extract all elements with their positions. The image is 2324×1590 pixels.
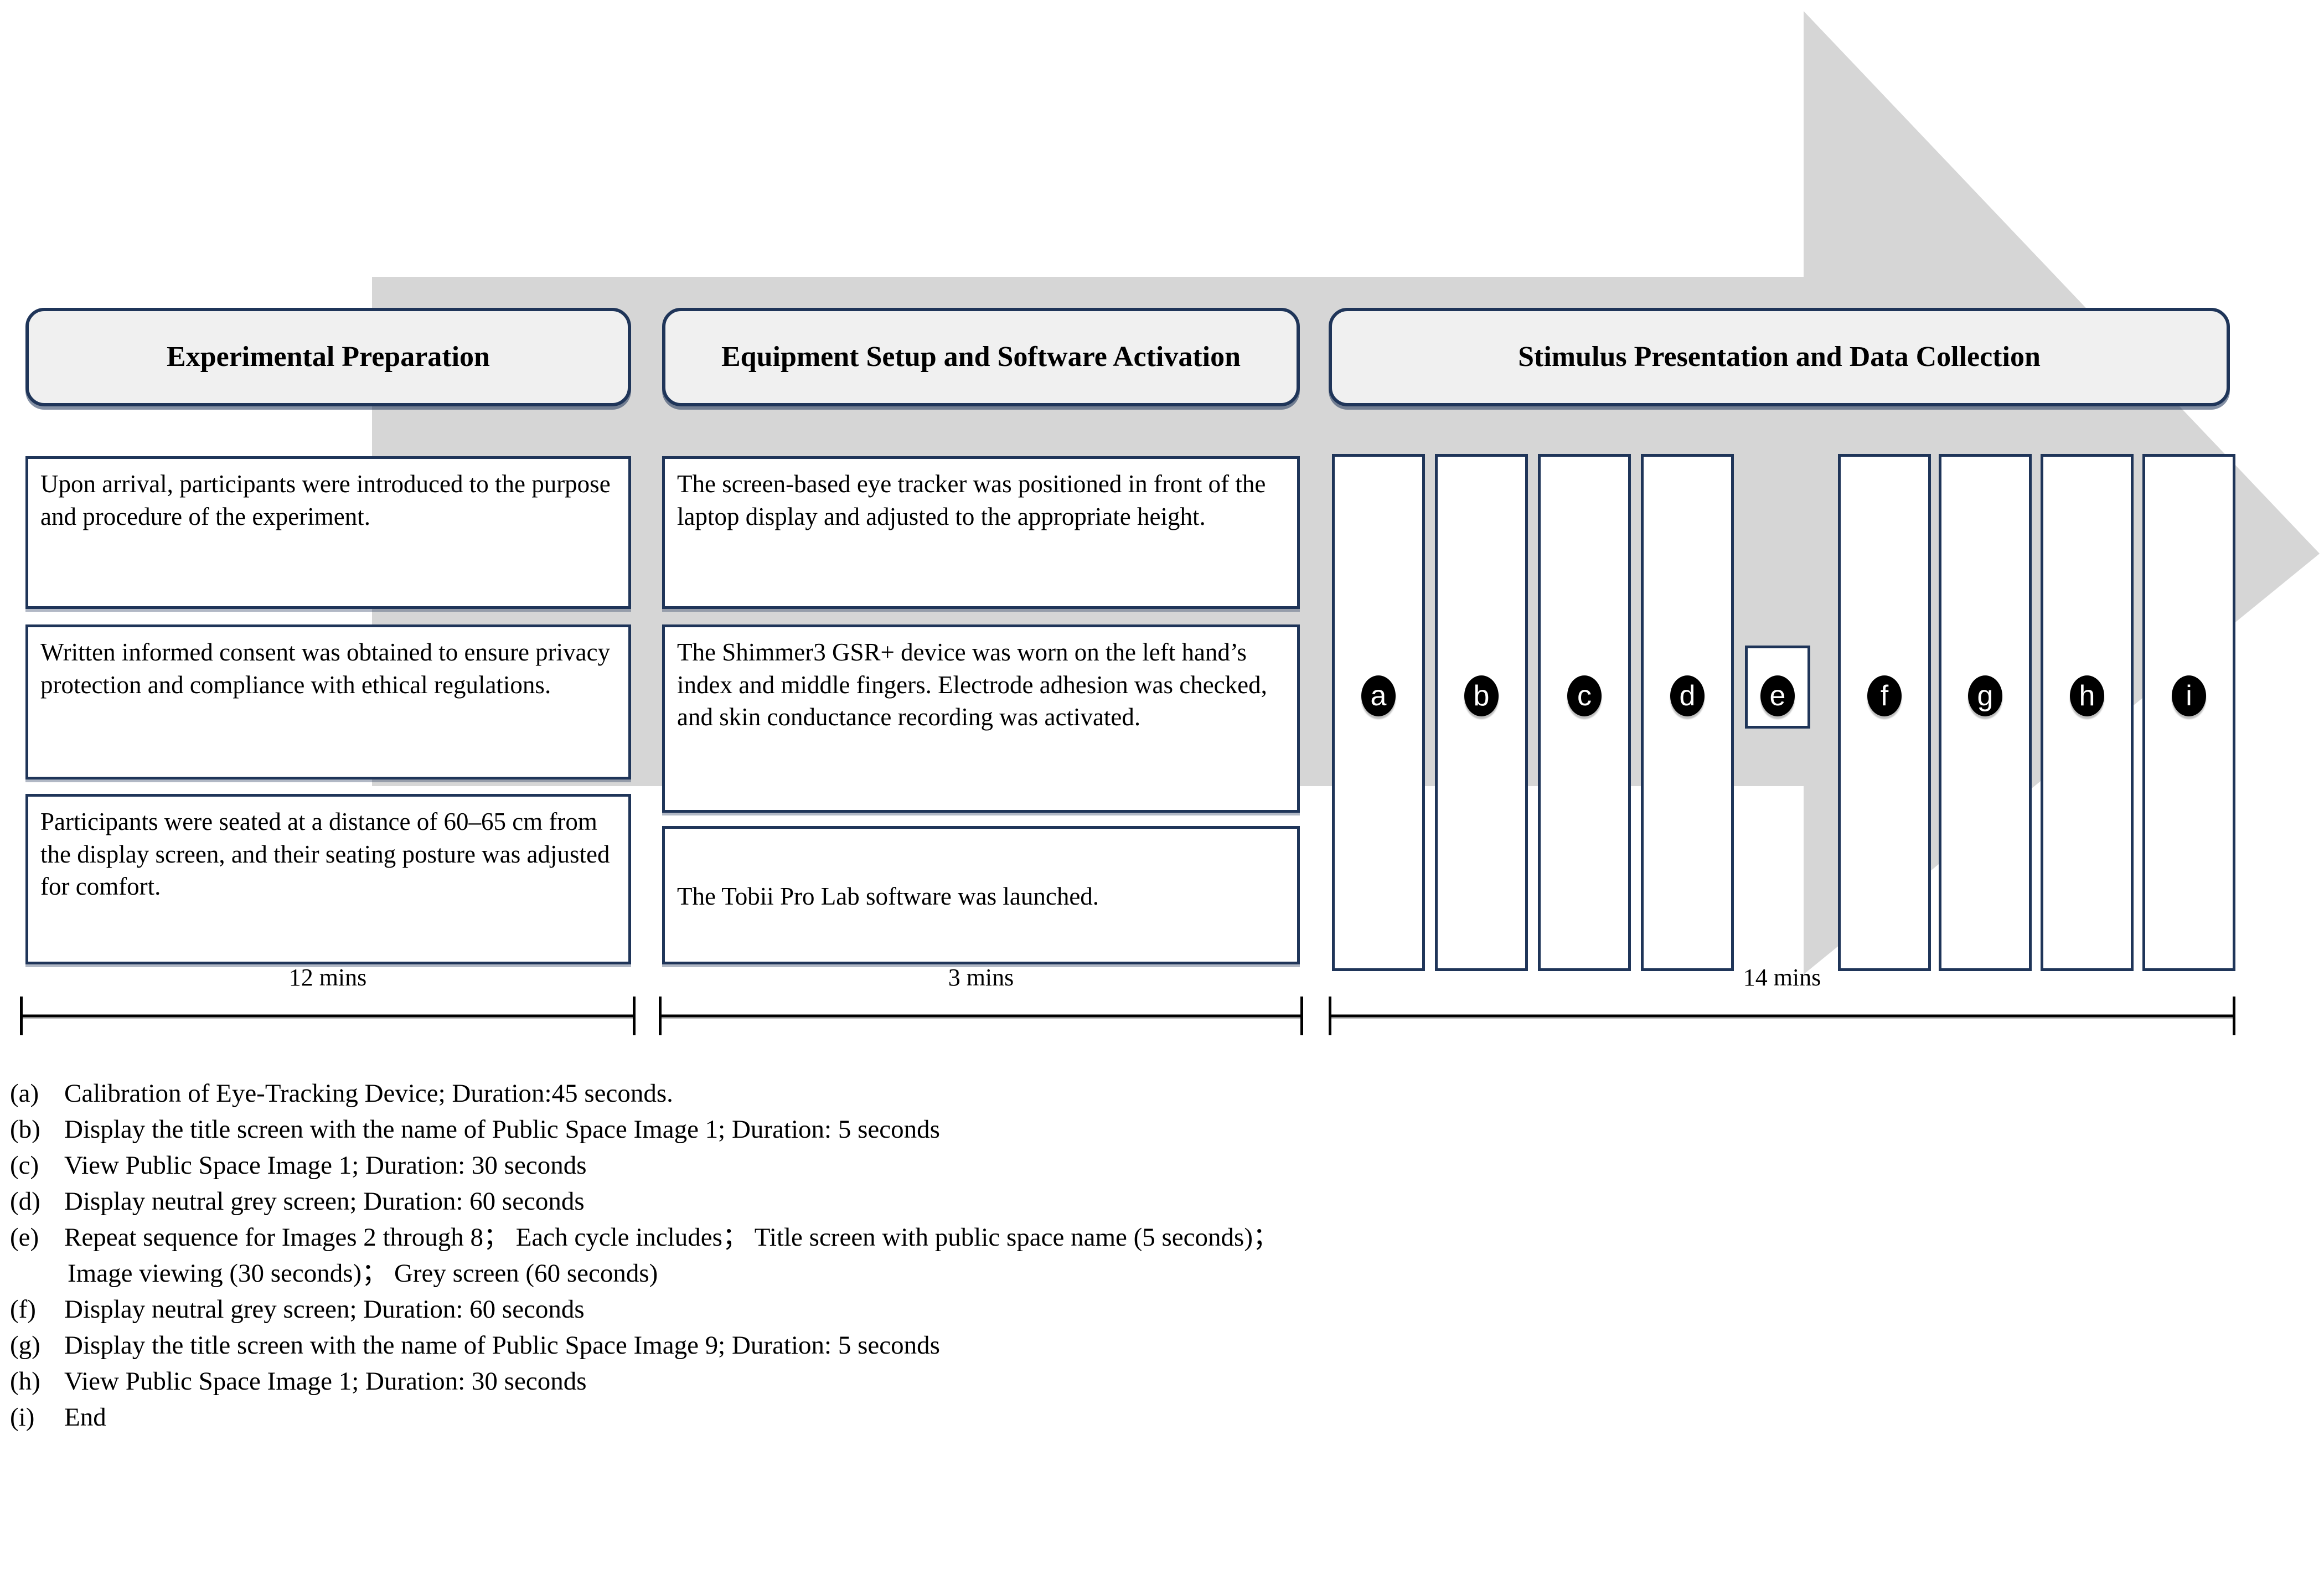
legend-item-h: (h) View Public Space Image 1; Duration:… [10, 1369, 2280, 1395]
legend-marker: (b) [10, 1115, 40, 1144]
legend-text: Display the title screen with the name o… [64, 1331, 940, 1360]
measure-cap-right [1300, 997, 1303, 1035]
stage-title: Stimulus Presentation and Data Collectio… [1518, 341, 2041, 373]
measure-cap-right [633, 997, 636, 1035]
legend-text: View Public Space Image 1; Duration: 30 … [64, 1151, 587, 1180]
legend-item-a: (a) Calibration of Eye-Tracking Device; … [10, 1081, 2280, 1107]
legend-list: (a) Calibration of Eye-Tracking Device; … [10, 1081, 2280, 1441]
legend-marker: (e) [10, 1223, 39, 1252]
legend-marker: (d) [10, 1187, 40, 1216]
step-box-prep-2[interactable]: Written informed consent was obtained to… [25, 624, 631, 779]
badge-letter: b [1473, 680, 1490, 712]
legend-marker: (c) [10, 1151, 39, 1180]
step-text: The Shimmer3 GSR+ device was worn on the… [677, 638, 1267, 731]
stimulus-badge-i: i [2172, 675, 2206, 716]
step-box-prep-1[interactable]: Upon arrival, participants were introduc… [25, 456, 631, 609]
legend-marker: (h) [10, 1367, 40, 1396]
stimulus-badge-e: e [1760, 675, 1795, 716]
duration-measure-stage-1: 12 mins [20, 966, 636, 1035]
legend-text: Display neutral grey screen; Duration: 6… [64, 1295, 585, 1324]
duration-label: 14 mins [1743, 964, 1821, 991]
legend-item-d: (d) Display neutral grey screen; Duratio… [10, 1189, 2280, 1215]
duration-measure-stage-2: 3 mins [659, 966, 1303, 1035]
step-text: The Tobii Pro Lab software was launched. [677, 882, 1099, 910]
legend-text: Repeat sequence for Images 2 through 8； … [64, 1225, 2280, 1287]
stimulus-badge-g: g [1968, 675, 2002, 716]
stage-header-equipment-setup[interactable]: Equipment Setup and Software Activation [662, 308, 1300, 406]
duration-label: 12 mins [288, 964, 367, 991]
step-text: Participants were seated at a distance o… [40, 808, 610, 900]
legend-marker: (f) [10, 1295, 36, 1324]
step-text: The screen-based eye tracker was positio… [677, 470, 1266, 530]
duration-label: 3 mins [948, 964, 1014, 991]
badge-letter: c [1577, 680, 1592, 712]
badge-letter: h [2079, 680, 2095, 712]
legend-item-f: (f) Display neutral grey screen; Duratio… [10, 1297, 2280, 1323]
legend-text: Display neutral grey screen; Duration: 6… [64, 1187, 585, 1216]
legend-marker: (a) [10, 1079, 39, 1108]
stage-title: Experimental Preparation [167, 341, 490, 373]
legend-marker: (g) [10, 1331, 40, 1360]
legend-text-line-2: Image viewing (30 seconds)； Grey screen … [68, 1259, 658, 1288]
badge-letter: g [1977, 680, 1994, 712]
legend-item-b: (b) Display the title screen with the na… [10, 1117, 2280, 1143]
badge-letter: i [2186, 680, 2192, 712]
legend-text: End [64, 1403, 106, 1432]
badge-letter: d [1679, 680, 1696, 712]
badge-letter: a [1370, 680, 1387, 712]
legend-item-e: (e) Repeat sequence for Images 2 through… [10, 1225, 2280, 1287]
badge-letter: f [1880, 680, 1889, 712]
legend-text: Calibration of Eye-Tracking Device; Dura… [64, 1079, 673, 1108]
stimulus-badge-a: a [1361, 675, 1396, 716]
stimulus-badge-f: f [1867, 675, 1902, 716]
legend-item-c: (c) View Public Space Image 1; Duration:… [10, 1153, 2280, 1179]
badge-letter: e [1769, 680, 1786, 712]
stimulus-badge-h: h [2070, 675, 2104, 716]
duration-measure-stage-3: 14 mins [1329, 966, 2235, 1035]
legend-item-g: (g) Display the title screen with the na… [10, 1333, 2280, 1359]
stage-stimulus-presentation-and-data-collection: Stimulus Presentation and Data Collectio… [1329, 308, 2230, 406]
step-box-setup-3[interactable]: The Tobii Pro Lab software was launched. [662, 826, 1300, 964]
legend-item-i: (i) End [10, 1405, 2280, 1431]
stage-header-experimental-preparation[interactable]: Experimental Preparation [25, 308, 631, 406]
stage-experimental-preparation: Experimental Preparation [25, 308, 631, 406]
stage-header-stimulus-presentation[interactable]: Stimulus Presentation and Data Collectio… [1329, 308, 2230, 406]
stimulus-badge-c: c [1567, 675, 1602, 716]
stimulus-badge-d: d [1670, 675, 1705, 716]
stage-title: Equipment Setup and Software Activation [721, 341, 1241, 373]
step-text: Upon arrival, participants were introduc… [40, 470, 611, 530]
legend-text-line-1: Repeat sequence for Images 2 through 8； … [64, 1223, 1279, 1252]
measure-bar [1329, 1014, 2235, 1018]
legend-marker: (i) [10, 1403, 35, 1432]
step-box-setup-1[interactable]: The screen-based eye tracker was positio… [662, 456, 1300, 609]
measure-bar [659, 1014, 1303, 1018]
legend-text: View Public Space Image 1; Duration: 30 … [64, 1367, 587, 1396]
legend-text: Display the title screen with the name o… [64, 1115, 940, 1144]
step-box-prep-3[interactable]: Participants were seated at a distance o… [25, 794, 631, 964]
measure-bar [20, 1014, 636, 1018]
measure-cap-right [2233, 997, 2235, 1035]
stage-equipment-setup-and-software-activation: Equipment Setup and Software Activation [662, 308, 1300, 406]
step-text: Written informed consent was obtained to… [40, 638, 611, 699]
stimulus-badge-b: b [1464, 675, 1499, 716]
step-box-setup-2[interactable]: The Shimmer3 GSR+ device was worn on the… [662, 624, 1300, 813]
